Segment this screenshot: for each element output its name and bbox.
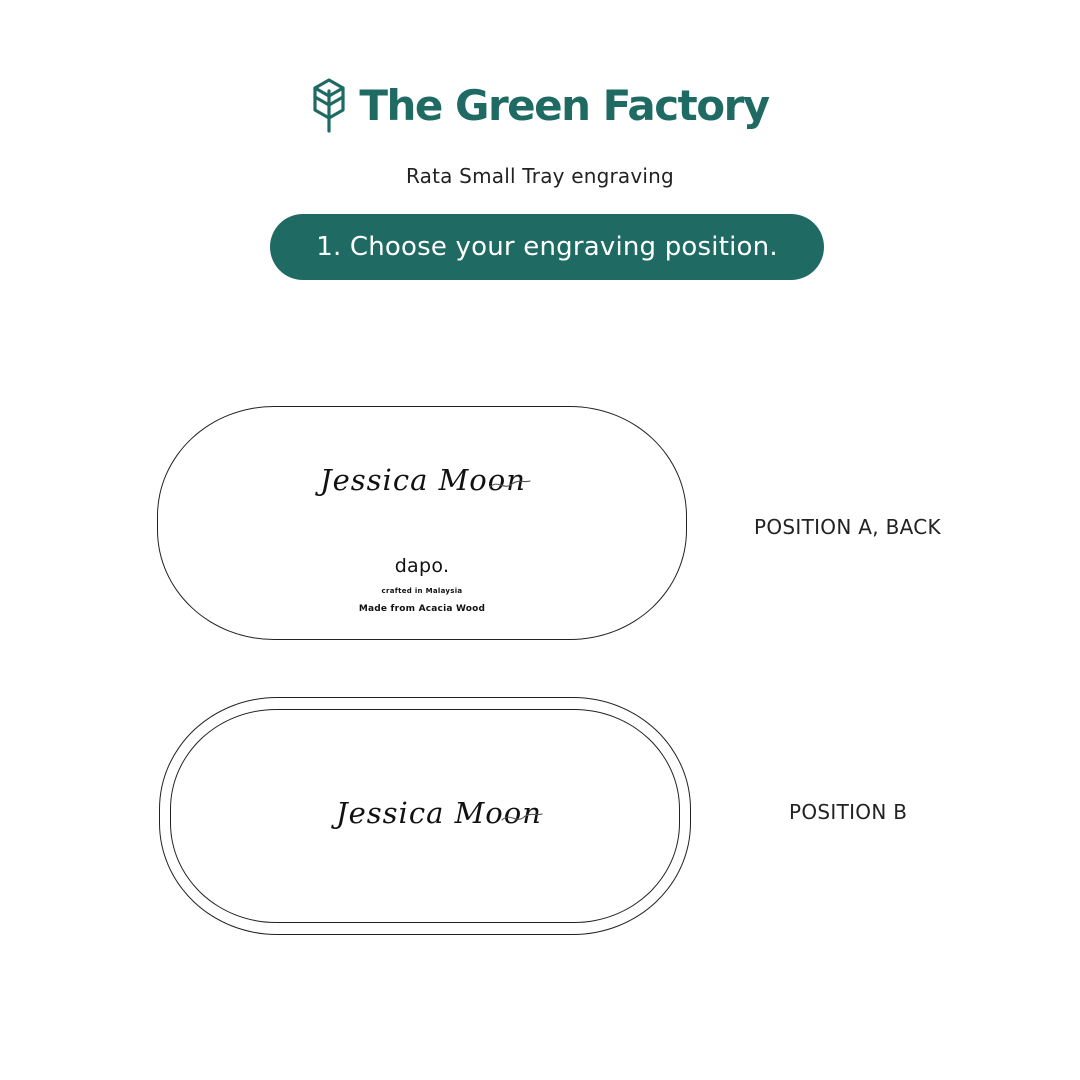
engraving-text: Jessica Moon — [320, 463, 526, 497]
signature-swash-icon — [501, 813, 543, 821]
step-heading: 1. Choose your engraving position. — [270, 214, 824, 280]
maker-origin: crafted in Malaysia — [381, 587, 463, 595]
maker-material: Made from Acacia Wood — [358, 604, 486, 614]
position-b-label: POSITION B — [789, 800, 908, 824]
tray-position-a[interactable]: Jessica Moon dapo. crafted in Malaysia M… — [157, 406, 687, 640]
engraving-text: Jessica Moon — [336, 796, 542, 830]
tray-inner-rim — [170, 709, 680, 923]
maker-brand: dapo. — [394, 555, 450, 577]
signature-swash-icon — [489, 480, 531, 488]
tray-position-b[interactable]: Jessica Moon — [159, 697, 691, 935]
brand-logo: The Green Factory — [0, 74, 1080, 138]
page-subtitle: Rata Small Tray engraving — [406, 164, 674, 188]
position-a-label: POSITION A, BACK — [754, 515, 941, 539]
brand-name: The Green Factory — [359, 81, 770, 130]
leaf-crest-icon — [313, 78, 345, 133]
